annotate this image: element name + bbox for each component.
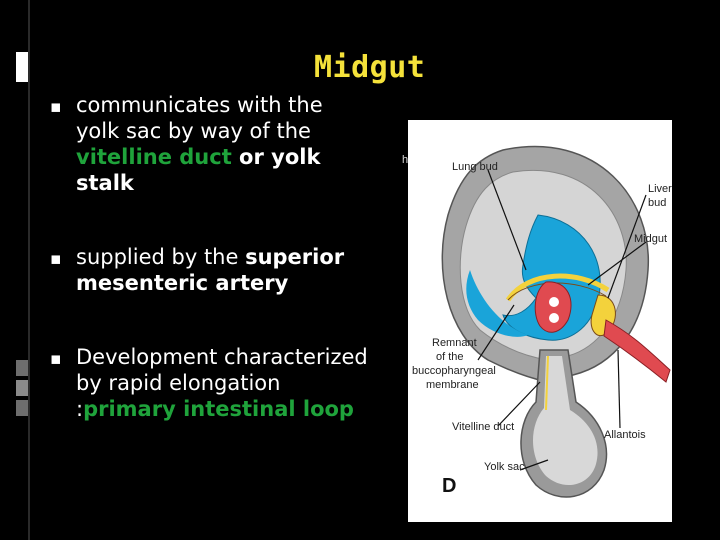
gut-tube bbox=[505, 273, 610, 302]
bullet-text: communicates with the yolk sac by way of… bbox=[76, 93, 323, 143]
bullet-square-icon: ▪ bbox=[50, 97, 62, 117]
bullet-item: ▪ supplied by the superior mesenteric ar… bbox=[50, 244, 370, 296]
pointer-line-allantois bbox=[617, 349, 621, 429]
label-lung-bud: Lung bud bbox=[452, 161, 498, 173]
heart-region bbox=[534, 281, 572, 333]
bullet-list: ▪ communicates with the yolk sac by way … bbox=[50, 92, 370, 422]
rail-accent-block bbox=[16, 52, 28, 82]
label-remnant: of the bbox=[436, 351, 464, 363]
yolk-sac-inner bbox=[533, 356, 598, 486]
embryo-diagram: Lung bud Liver bud Midgut Remnant of the… bbox=[408, 120, 672, 522]
rail-accent-block bbox=[16, 400, 28, 416]
label-remnant: membrane bbox=[426, 379, 479, 391]
bullet-text: Development characterized by rapid elong… bbox=[76, 345, 368, 421]
label-yolk-sac: Yolk sac bbox=[484, 461, 525, 473]
bullet-text: supplied by the bbox=[76, 245, 246, 269]
bullet-item: ▪ communicates with the yolk sac by way … bbox=[50, 92, 370, 196]
bullet-highlight: primary intestinal loop bbox=[83, 397, 354, 421]
rail-accent-block bbox=[16, 360, 28, 376]
heart-lumen bbox=[549, 297, 559, 307]
heart-lumen bbox=[549, 313, 559, 323]
label-panel-letter: D bbox=[442, 475, 456, 497]
pointer-line-remnant bbox=[477, 304, 515, 361]
bullet-text-bold: superior mesenteric artery bbox=[76, 245, 345, 295]
bullet-square-icon: ▪ bbox=[50, 349, 62, 369]
bullet-item: ▪ Development characterized by rapid elo… bbox=[50, 344, 370, 422]
pointer-line-midgut bbox=[587, 241, 647, 286]
label-remnant: buccopharyngeal bbox=[412, 365, 496, 377]
bullet-square-icon: ▪ bbox=[50, 249, 62, 269]
yolk-sac-yellow-lining bbox=[545, 355, 549, 411]
left-rail-divider bbox=[28, 0, 30, 540]
label-liver-bud: bud bbox=[648, 197, 666, 209]
bullet-text-bold: or yolk stalk bbox=[76, 145, 321, 195]
pointer-lines bbox=[477, 169, 647, 471]
label-remnant: Remnant bbox=[432, 337, 477, 349]
pointer-line-yolk-sac bbox=[519, 459, 549, 471]
label-allantois: Allantois bbox=[604, 429, 646, 441]
label-vitelline-duct: Vitelline duct bbox=[452, 421, 514, 433]
pointer-line-lung-bud bbox=[487, 169, 527, 271]
pointer-line-liver-bud bbox=[607, 194, 647, 299]
amniotic-cavity-left bbox=[466, 270, 528, 337]
label-midgut: Midgut bbox=[634, 233, 667, 245]
pointer-line-vitelline bbox=[497, 381, 541, 427]
bullet-highlight: vitelline duct bbox=[76, 145, 232, 169]
label-liver-bud: Liver bbox=[648, 183, 672, 195]
embryo-diagram-svg: Lung bud Liver bud Midgut Remnant of the… bbox=[412, 145, 672, 498]
slide-title: Midgut bbox=[314, 50, 426, 85]
allantois-shape bbox=[603, 319, 671, 383]
rail-accent-block bbox=[16, 380, 28, 396]
